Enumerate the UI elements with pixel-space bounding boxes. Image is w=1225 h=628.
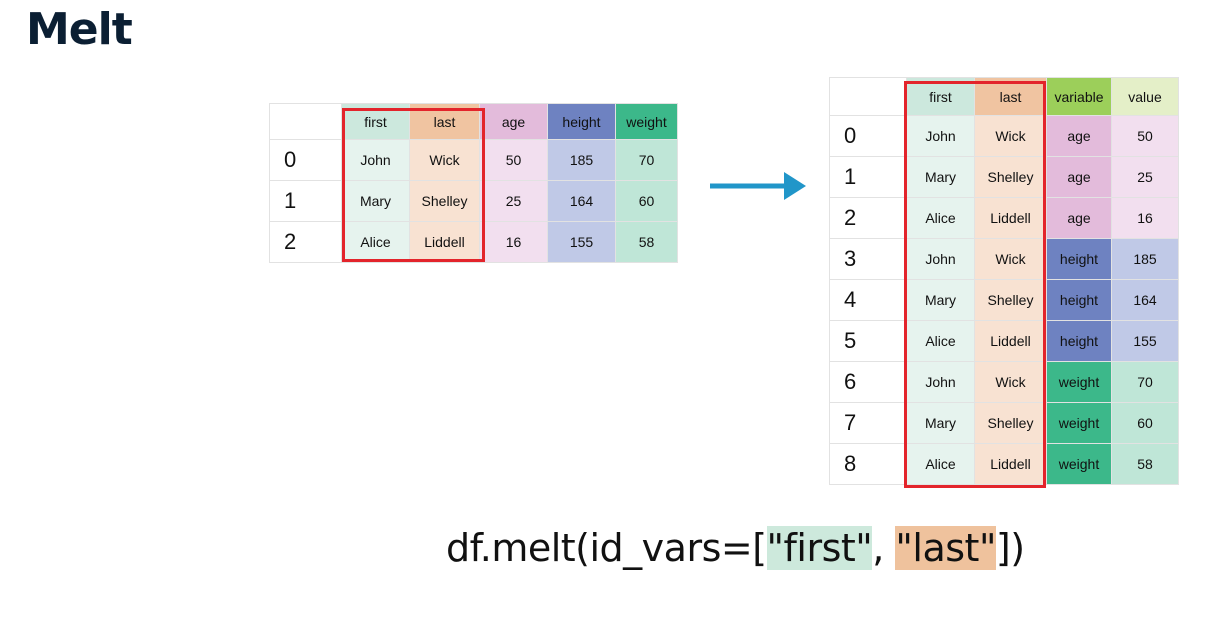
cell-last: Liddell [974, 320, 1047, 362]
code-suffix: ]) [995, 526, 1025, 570]
cell-last: Wick [974, 115, 1047, 157]
table-header-row: first last variable value [829, 77, 1179, 116]
melted-dataframe-table: first last variable value 0 John Wick ag… [829, 77, 1179, 485]
cell-variable: age [1046, 115, 1112, 157]
cell-first: Alice [906, 320, 975, 362]
index-header [269, 103, 342, 140]
row-index: 0 [269, 139, 342, 181]
cell-first: Mary [906, 402, 975, 444]
table-row: 3 John Wick height 185 [829, 238, 1179, 280]
table-row: 5 Alice Liddell height 155 [829, 320, 1179, 362]
cell-height: 155 [547, 221, 616, 263]
cell-first: Alice [906, 197, 975, 239]
page-title: Melt [26, 4, 133, 55]
row-index: 1 [269, 180, 342, 222]
cell-value: 185 [1111, 238, 1179, 280]
cell-last: Liddell [974, 197, 1047, 239]
table-row: 0 John Wick age 50 [829, 115, 1179, 157]
cell-value: 155 [1111, 320, 1179, 362]
table-row: 6 John Wick weight 70 [829, 361, 1179, 403]
row-index: 2 [829, 197, 907, 239]
cell-height: 164 [547, 180, 616, 222]
code-prefix: df.melt(id_vars=[ [446, 526, 767, 570]
cell-value: 16 [1111, 197, 1179, 239]
cell-variable: weight [1046, 402, 1112, 444]
cell-first: Mary [341, 180, 410, 222]
code-arg-first: "first" [766, 526, 873, 570]
table-row: 4 Mary Shelley height 164 [829, 279, 1179, 321]
cell-age: 25 [479, 180, 548, 222]
cell-value: 25 [1111, 156, 1179, 198]
cell-last: Shelley [974, 402, 1047, 444]
cell-variable: weight [1046, 361, 1112, 403]
melt-code-expression: df.melt(id_vars=["first", "last"]) [446, 526, 1025, 570]
row-index: 1 [829, 156, 907, 198]
wide-dataframe-table: first last age height weight 0 John Wick… [269, 103, 678, 263]
cell-last: Wick [974, 238, 1047, 280]
cell-last: Shelley [974, 156, 1047, 198]
cell-last: Liddell [974, 443, 1047, 485]
cell-value: 50 [1111, 115, 1179, 157]
row-index: 0 [829, 115, 907, 157]
row-index: 8 [829, 443, 907, 485]
cell-value: 164 [1111, 279, 1179, 321]
column-header-variable: variable [1046, 77, 1112, 116]
cell-age: 16 [479, 221, 548, 263]
column-header-weight: weight [615, 103, 678, 140]
column-header-value: value [1111, 77, 1179, 116]
cell-variable: height [1046, 320, 1112, 362]
code-arg-last: "last" [895, 526, 996, 570]
column-header-age: age [479, 103, 548, 140]
cell-age: 50 [479, 139, 548, 181]
table-row: 2 Alice Liddell 16 155 58 [269, 221, 678, 263]
cell-value: 58 [1111, 443, 1179, 485]
row-index: 3 [829, 238, 907, 280]
table-row: 7 Mary Shelley weight 60 [829, 402, 1179, 444]
cell-last: Wick [974, 361, 1047, 403]
cell-first: John [906, 361, 975, 403]
table-row: 1 Mary Shelley 25 164 60 [269, 180, 678, 222]
column-header-last: last [974, 77, 1047, 116]
cell-last: Shelley [409, 180, 480, 222]
row-index: 7 [829, 402, 907, 444]
table-header-row: first last age height weight [269, 103, 678, 140]
cell-variable: age [1046, 197, 1112, 239]
cell-weight: 60 [615, 180, 678, 222]
cell-variable: height [1046, 238, 1112, 280]
code-separator: , [872, 526, 896, 570]
index-header [829, 77, 907, 116]
cell-last: Shelley [974, 279, 1047, 321]
cell-first: Alice [341, 221, 410, 263]
column-header-height: height [547, 103, 616, 140]
table-row: 2 Alice Liddell age 16 [829, 197, 1179, 239]
cell-first: Mary [906, 279, 975, 321]
cell-last: Wick [409, 139, 480, 181]
table-row: 0 John Wick 50 185 70 [269, 139, 678, 181]
column-header-first: first [906, 77, 975, 116]
table-row: 8 Alice Liddell weight 58 [829, 443, 1179, 485]
cell-variable: age [1046, 156, 1112, 198]
cell-value: 70 [1111, 361, 1179, 403]
right-arrow-icon [710, 172, 806, 200]
cell-weight: 58 [615, 221, 678, 263]
cell-variable: height [1046, 279, 1112, 321]
cell-value: 60 [1111, 402, 1179, 444]
row-index: 6 [829, 361, 907, 403]
cell-first: John [906, 115, 975, 157]
row-index: 5 [829, 320, 907, 362]
cell-last: Liddell [409, 221, 480, 263]
cell-first: John [906, 238, 975, 280]
cell-first: John [341, 139, 410, 181]
cell-variable: weight [1046, 443, 1112, 485]
cell-first: Alice [906, 443, 975, 485]
row-index: 4 [829, 279, 907, 321]
cell-weight: 70 [615, 139, 678, 181]
cell-height: 185 [547, 139, 616, 181]
column-header-first: first [341, 103, 410, 140]
column-header-last: last [409, 103, 480, 140]
table-row: 1 Mary Shelley age 25 [829, 156, 1179, 198]
row-index: 2 [269, 221, 342, 263]
cell-first: Mary [906, 156, 975, 198]
